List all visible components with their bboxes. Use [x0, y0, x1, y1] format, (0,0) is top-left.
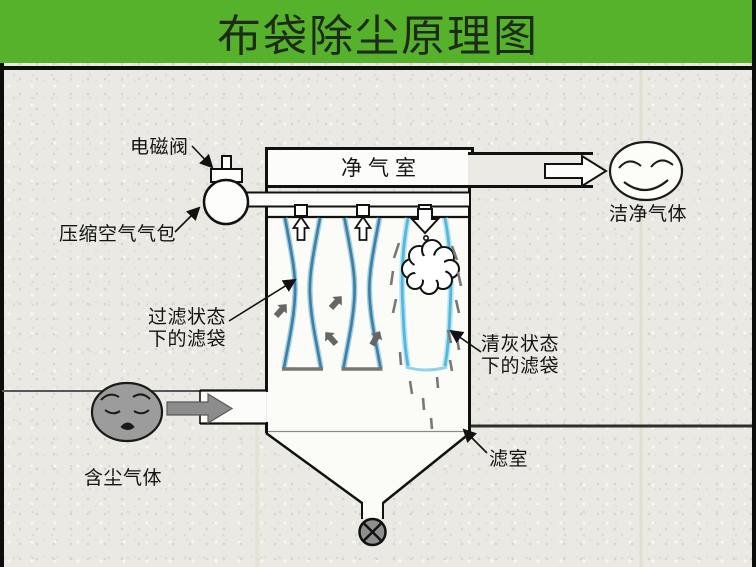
dust-cloud-icon [401, 239, 460, 295]
up-arrow-icons [291, 215, 373, 241]
filtering-bag-label-line2: 下的滤袋 [148, 328, 227, 350]
filtering-bag-label-line1: 过滤状态 [148, 307, 227, 328]
clean-gas-arrow-icon [544, 154, 608, 188]
solenoid-valve-label: 电磁阀 [130, 137, 189, 158]
solenoid-valve-icon [210, 155, 243, 183]
frame-right-line [752, 0, 756, 567]
cleaning-bag-label-line1: 清灰状态 [481, 334, 560, 355]
dusty-gas-label: 含尘气体 [84, 468, 163, 489]
filtering-bag-label: 过滤状态下的滤袋 [148, 307, 226, 350]
filter-bag-filtering-1 [281, 217, 324, 371]
clean-gas-label: 洁净气体 [609, 204, 688, 225]
dusty-gas-arrow-icon [166, 392, 234, 425]
sad-face-icon [90, 381, 164, 443]
compressed-air-bag-label: 压缩空气气包 [59, 224, 177, 245]
frame-top-line [0, 66, 756, 70]
air-bag-circle [202, 178, 250, 226]
title-bar: 布袋除尘原理图 [0, 0, 756, 63]
hopper [265, 430, 471, 519]
airflow-arrow-icons [273, 296, 383, 347]
pulse-down-arrow-icon [409, 208, 441, 235]
filter-chamber-label: 滤室 [489, 449, 529, 470]
filter-bag-cleaning [399, 217, 454, 372]
cleaning-bag-label: 清灰状态下的滤袋 [481, 334, 559, 377]
filter-bag-filtering-2 [340, 217, 384, 371]
cleaning-bag-label-line2: 下的滤袋 [481, 355, 560, 377]
page-title: 布袋除尘原理图 [217, 11, 539, 61]
clean-air-chamber-box [265, 147, 474, 188]
frame-left-line [0, 63, 4, 567]
dust-dashes [389, 242, 463, 430]
clean-air-chamber-label: 净气室 [341, 156, 422, 180]
happy-face-icon [608, 140, 684, 202]
label-pointer-arrows [174, 145, 488, 454]
rotary-valve-icon [358, 517, 387, 547]
